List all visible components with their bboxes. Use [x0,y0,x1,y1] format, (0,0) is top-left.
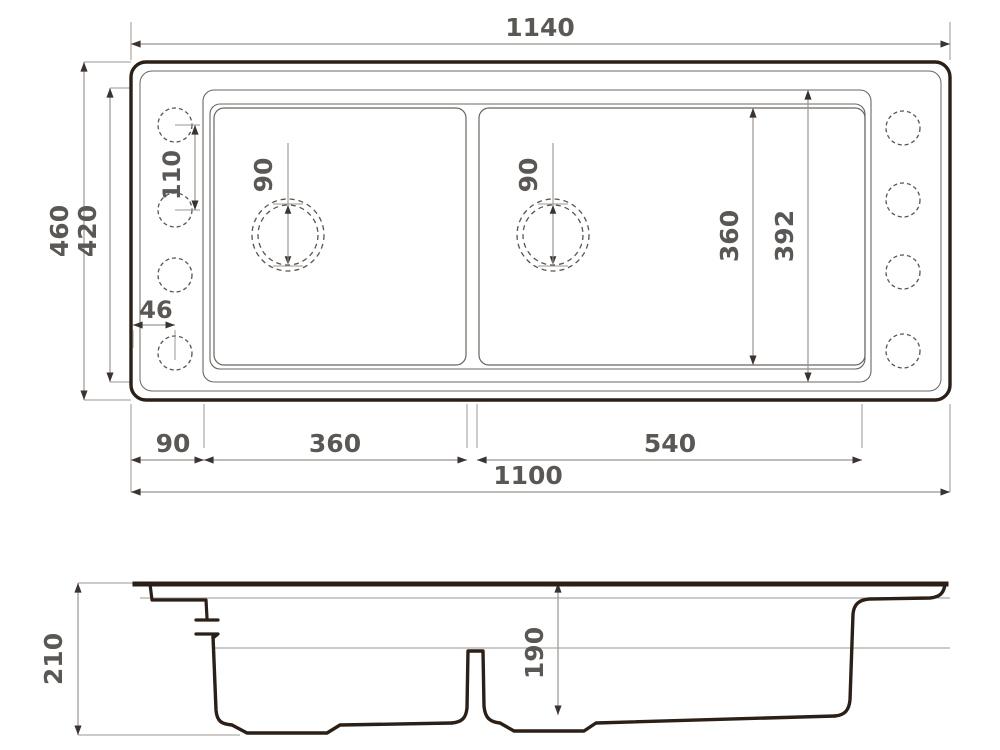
dim-label-overall-height: 460 [45,205,74,257]
dim-label-hole-spacing: 110 [158,150,186,200]
dim-label-left-bowl-width: 360 [309,429,361,458]
dimension-190: 190 [520,583,562,715]
section-divider-and-right-bowl [450,649,837,733]
dim-label-inner-width: 1100 [493,461,563,490]
dimension-110: 110 [158,124,200,211]
dim-label-overall-width: 1140 [505,13,575,42]
sink-rim-line [202,89,872,383]
dim-label-overall-depth: 210 [39,633,68,685]
dimension-46: 46 [132,296,176,360]
dim-label-edge-to-bowl: 90 [156,429,191,458]
dimension-1100: 1100 [131,461,950,496]
dimension-1140: 1140 [131,13,950,48]
sink-inner-outline-1 [139,70,942,392]
dim-label-drain-right: 90 [514,158,543,193]
right-bowl [478,107,866,366]
right-drain: 90 [514,143,590,272]
dimension-392-vertical: 392 [770,90,812,382]
section-left-flange [132,582,220,622]
section-right-wall [833,582,947,718]
dim-label-rim-height: 392 [770,210,799,262]
dim-label-bowl-depth: 190 [520,627,549,679]
dimension-360-vertical: 360 [715,108,757,365]
hole-left-3 [157,257,193,293]
dimension-chain-bottom: 90 360 540 [131,429,862,464]
top-view-group: 1140 460 420 [45,13,952,496]
hole-right-2 [885,182,921,218]
dimension-460: 460 [45,62,88,400]
dimension-420: 420 [73,88,114,382]
section-witness-lines [78,582,950,736]
dim-label-bowl-height: 360 [715,210,744,262]
left-drain-outer [251,198,325,272]
left-drain: 90 [249,143,325,272]
section-left-bowl [211,634,454,735]
left-bowl [213,107,467,366]
dim-label-drain-left: 90 [249,158,278,193]
sink-outline [129,60,952,402]
dim-label-hole-offset: 46 [139,296,172,324]
dim-label-right-bowl-width: 540 [644,429,696,458]
right-mounting-holes [885,110,921,369]
dim-label-inner-height: 420 [73,205,102,257]
hole-right-4 [885,333,921,369]
section-top-slab [132,581,949,587]
dimension-210: 210 [39,583,82,735]
hole-right-1 [885,110,921,146]
section-view-group: 210 190 [39,581,950,736]
hole-right-3 [885,254,921,290]
right-drain-outer [516,198,590,272]
